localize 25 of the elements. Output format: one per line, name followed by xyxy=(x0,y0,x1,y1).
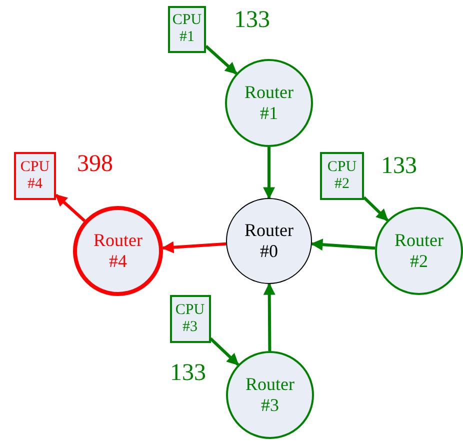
load-value: 133 xyxy=(170,361,206,385)
cpu-box xyxy=(14,152,56,200)
arrow xyxy=(162,241,226,254)
node-label: Router #4 xyxy=(92,230,144,272)
arrow xyxy=(55,194,86,222)
arrow xyxy=(263,282,276,352)
node-label: Router #2 xyxy=(394,230,444,272)
node-label: CPU #4 xyxy=(20,158,50,194)
load-value: 398 xyxy=(77,152,113,176)
node-label: CPU #1 xyxy=(172,12,202,46)
arrow xyxy=(362,196,389,222)
load-value: 133 xyxy=(381,154,417,178)
arrow xyxy=(205,45,238,75)
arrow xyxy=(209,337,240,366)
load-value: 133 xyxy=(234,8,270,32)
node-label: CPU #3 xyxy=(175,302,205,336)
arrow xyxy=(310,238,376,251)
cpu-box xyxy=(168,6,206,52)
node-label: CPU #2 xyxy=(327,158,357,194)
cpu-box xyxy=(320,152,364,200)
node-label: Router #1 xyxy=(244,82,294,124)
cpu-box xyxy=(170,295,210,343)
node-label: Router #0 xyxy=(244,220,294,262)
arrow xyxy=(263,147,275,200)
node-label: Router #3 xyxy=(244,374,296,416)
